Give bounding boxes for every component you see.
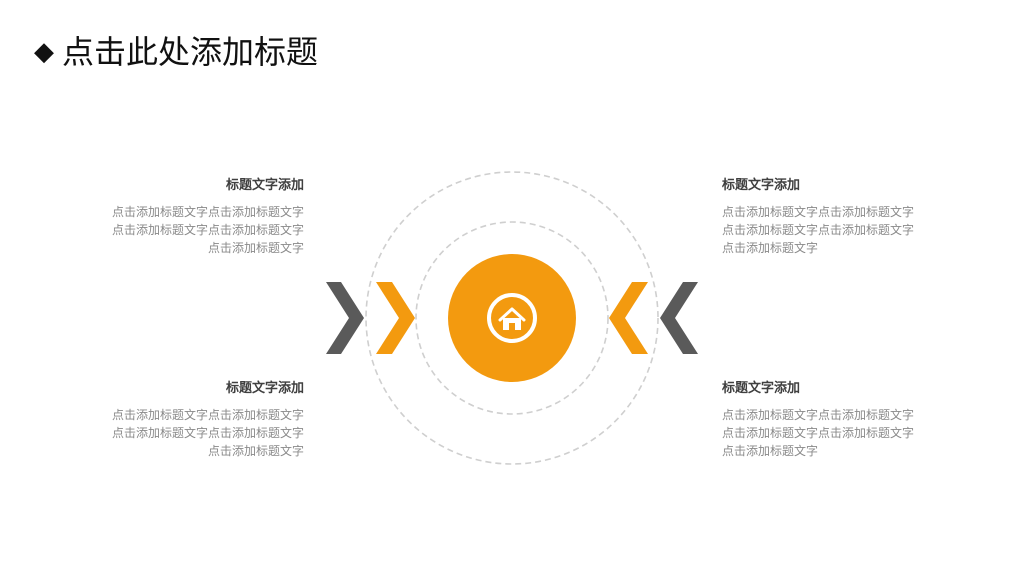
diamond-bullet-icon: ◆ xyxy=(34,37,54,67)
text-block-bottom-left[interactable]: 标题文字添加 点击添加标题文字点击添加标题文字 点击添加标题文字点击添加标题文字… xyxy=(94,380,304,460)
home-icon-ring xyxy=(487,293,537,343)
body-line: 点击添加标题文字点击添加标题文字 xyxy=(722,223,915,237)
body-line: 点击添加标题文字 xyxy=(722,444,819,458)
left-orange-chevron-icon xyxy=(376,282,415,354)
body-line: 点击添加标题文字点击添加标题文字 xyxy=(111,426,304,440)
inner-dashed-ring xyxy=(415,221,609,415)
block-heading[interactable]: 标题文字添加 xyxy=(225,178,304,193)
body-line: 点击添加标题文字 xyxy=(722,241,819,255)
slide-title-text[interactable]: 点击此处添加标题 xyxy=(62,33,319,71)
block-body[interactable]: 点击添加标题文字点击添加标题文字 点击添加标题文字点击添加标题文字 点击添加标题… xyxy=(94,406,304,460)
block-heading[interactable]: 标题文字添加 xyxy=(225,381,304,396)
text-block-top-left[interactable]: 标题文字添加 点击添加标题文字点击添加标题文字 点击添加标题文字点击添加标题文字… xyxy=(94,177,304,257)
right-orange-chevron-icon xyxy=(609,282,648,354)
slide-title[interactable]: ◆ 点击此处添加标题 xyxy=(34,30,318,74)
outer-dashed-ring xyxy=(365,171,659,465)
right-dark-chevron-icon xyxy=(660,282,698,354)
block-body[interactable]: 点击添加标题文字点击添加标题文字 点击添加标题文字点击添加标题文字 点击添加标题… xyxy=(722,406,932,460)
body-line: 点击添加标题文字点击添加标题文字 xyxy=(111,408,304,422)
body-line: 点击添加标题文字点击添加标题文字 xyxy=(111,205,304,219)
block-body[interactable]: 点击添加标题文字点击添加标题文字 点击添加标题文字点击添加标题文字 点击添加标题… xyxy=(722,203,932,257)
left-dark-chevron-icon xyxy=(326,282,364,354)
text-block-bottom-right[interactable]: 标题文字添加 点击添加标题文字点击添加标题文字 点击添加标题文字点击添加标题文字… xyxy=(722,380,932,460)
body-line: 点击添加标题文字点击添加标题文字 xyxy=(722,426,915,440)
block-heading[interactable]: 标题文字添加 xyxy=(722,178,801,193)
text-block-top-right[interactable]: 标题文字添加 点击添加标题文字点击添加标题文字 点击添加标题文字点击添加标题文字… xyxy=(722,177,932,257)
body-line: 点击添加标题文字点击添加标题文字 xyxy=(722,205,915,219)
body-line: 点击添加标题文字 xyxy=(207,444,304,458)
block-body[interactable]: 点击添加标题文字点击添加标题文字 点击添加标题文字点击添加标题文字 点击添加标题… xyxy=(94,203,304,257)
block-heading[interactable]: 标题文字添加 xyxy=(722,381,801,396)
home-icon[interactable] xyxy=(498,307,526,330)
body-line: 点击添加标题文字 xyxy=(207,241,304,255)
body-line: 点击添加标题文字点击添加标题文字 xyxy=(111,223,304,237)
body-line: 点击添加标题文字点击添加标题文字 xyxy=(722,408,915,422)
